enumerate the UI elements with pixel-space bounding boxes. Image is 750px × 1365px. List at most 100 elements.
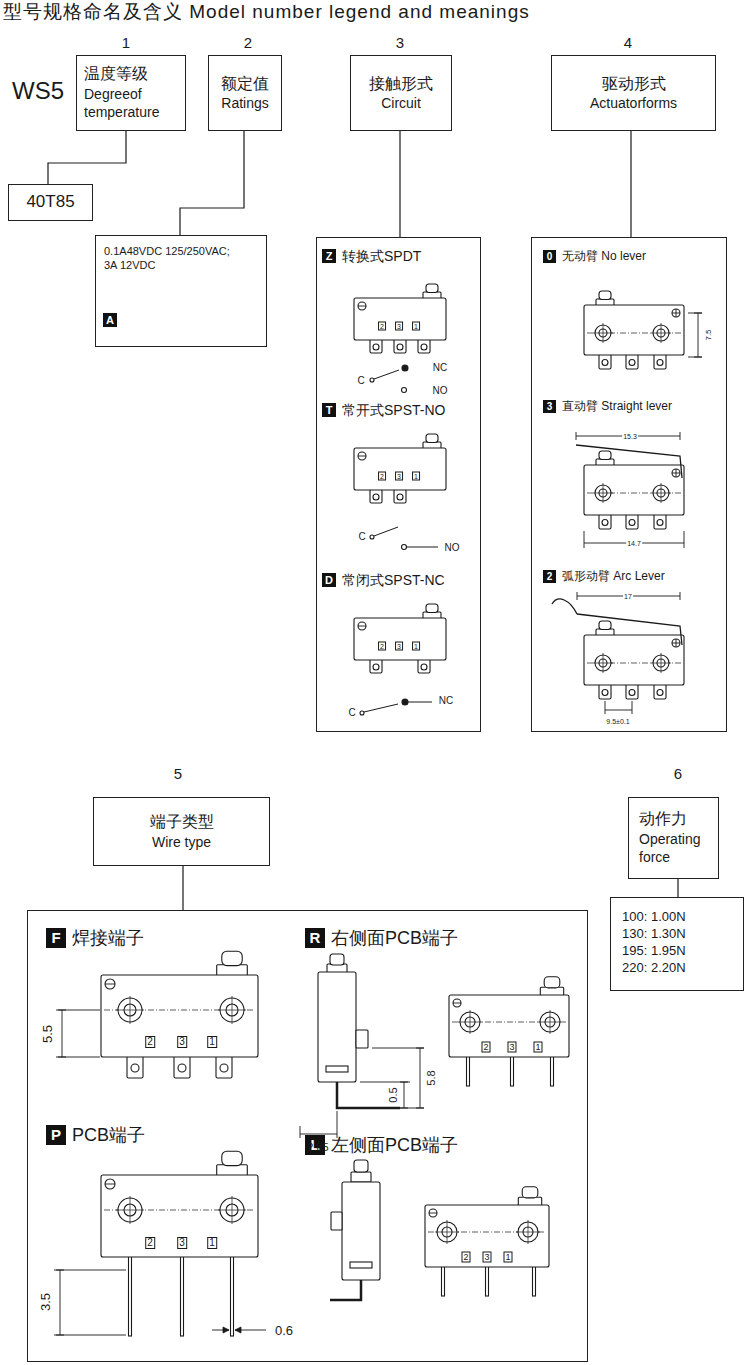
screw-mark (358, 306, 366, 307)
pin-number: 1 (503, 1252, 512, 1263)
dimension-value: 7.5 (705, 329, 713, 340)
solder-tab (418, 339, 430, 353)
dimension-value: 0.6 (275, 1324, 293, 1337)
leader-connector (182, 866, 183, 910)
dimension-value: 0.5 (388, 1087, 399, 1102)
pcb-pin (330, 1280, 361, 1300)
pin-number: 1 (533, 1042, 542, 1053)
dimension-line (584, 531, 585, 548)
plunger-button (354, 1160, 368, 1172)
option-title: 常开式SPST-NO (342, 402, 445, 418)
pin-number: 3 (482, 1252, 491, 1263)
pcb-pin (551, 1056, 554, 1086)
center-line (603, 483, 604, 503)
pcb-pin (442, 1266, 445, 1296)
center-line (661, 483, 662, 503)
switch-body (449, 995, 569, 1057)
badge-code: 3 (543, 400, 556, 413)
screw-mark (105, 984, 115, 985)
code-badge: T常开式SPST-NO (322, 403, 336, 417)
plunger-base (217, 1165, 248, 1176)
pin-number: 3 (395, 472, 403, 481)
solder-tab (599, 354, 611, 369)
pin-number: 2 (378, 322, 386, 331)
pcb-pin (129, 1256, 132, 1336)
dimension-tick (416, 1048, 424, 1049)
pin-number: 1 (412, 322, 420, 331)
code-badge: F焊接端子 (46, 928, 66, 948)
code-badge: PPCB端子 (46, 1125, 66, 1145)
node-text: 195: 1.95N (622, 943, 732, 960)
dimension-value: 14.7 (626, 540, 642, 547)
node-text: Circuit (356, 94, 446, 112)
circuit-label: NC (433, 363, 447, 373)
solder-hole (373, 344, 379, 350)
center-line (603, 323, 604, 343)
center-line (130, 1196, 131, 1224)
solder-hole (397, 494, 403, 500)
screw-mark (429, 1213, 437, 1214)
screw-mark (672, 469, 680, 477)
badge-code: Z (322, 249, 336, 263)
dimension-line (605, 701, 606, 714)
side-tab (356, 1030, 368, 1048)
solder-tab (626, 684, 638, 699)
plunger-button (599, 451, 611, 460)
center-line (661, 653, 662, 673)
node-heading: 接触形式 (356, 74, 446, 95)
code-badge: 3直动臂 Straight lever (543, 400, 556, 413)
badge-code: 2 (543, 570, 556, 583)
leader-connector (180, 131, 244, 235)
center-line (447, 1220, 448, 1244)
solder-hole (220, 1064, 228, 1072)
category-box: 接触形式Circuit (350, 55, 452, 131)
dimension-tick (416, 1108, 424, 1109)
pin-number: 2 (145, 1237, 155, 1249)
node-heading: 额定值 (214, 74, 276, 95)
leader-connector (677, 879, 678, 897)
node-heading: 100: 1.00N (622, 909, 732, 926)
solder-hole (629, 520, 635, 526)
center-line (104, 1010, 255, 1011)
screw-mark (358, 622, 366, 630)
plunger-button (330, 954, 344, 965)
contact-pivot (370, 378, 374, 382)
badge-code: P (46, 1125, 66, 1145)
solder-hole (629, 690, 635, 696)
dimension-tick (680, 432, 681, 440)
plunger-button (599, 291, 611, 300)
circuit-label: NC (439, 696, 453, 706)
leader-connector (399, 131, 400, 237)
solder-tab (394, 339, 406, 353)
solder-tab (654, 354, 666, 369)
switch-body (584, 635, 684, 685)
contact-line (407, 547, 438, 548)
dimension-tick (58, 1057, 66, 1058)
screw-mark (453, 1003, 461, 1004)
center-line (528, 1220, 529, 1244)
dimension-line (337, 1111, 338, 1138)
plunger-button (426, 284, 438, 293)
solder-hole (178, 1064, 186, 1072)
dimension-line (605, 710, 632, 711)
dimension-arrow (235, 1327, 241, 1333)
center-line (587, 493, 681, 494)
switch-body (354, 448, 446, 490)
solder-hole (602, 360, 608, 366)
circuit-label: C (358, 532, 365, 542)
solder-hole (657, 690, 663, 696)
node-heading: 40T85 (13, 191, 88, 213)
center-line (232, 996, 233, 1024)
solder-tab (654, 514, 666, 529)
dimension-line (300, 1126, 301, 1138)
center-line (587, 333, 681, 334)
option-title: 右侧面PCB端子 (331, 928, 458, 949)
node-heading: 驱动形式 (557, 74, 710, 95)
option-title: 左侧面PCB端子 (331, 1135, 458, 1156)
category-box: 温度等级Degreeof temperature (76, 55, 186, 131)
dimension-line (56, 1010, 100, 1011)
position-number: 2 (244, 35, 252, 50)
switch-body (354, 298, 446, 340)
dimension-value: 2.85 (307, 1142, 328, 1153)
code-badge: A (103, 313, 117, 327)
